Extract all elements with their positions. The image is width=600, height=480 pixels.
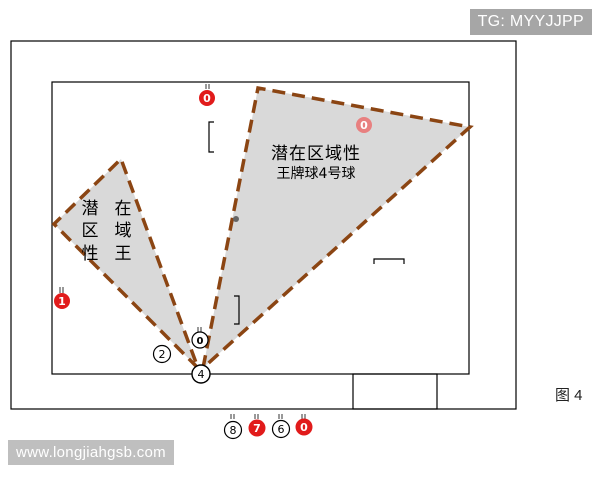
svg-text:0: 0 — [300, 421, 308, 434]
left-zone-char: 域 — [115, 221, 132, 241]
svg-text:0: 0 — [360, 119, 368, 132]
left-zone-char: 王 — [115, 244, 132, 264]
svg-text:0: 0 — [203, 92, 211, 105]
ball-8-bottom: 8 — [223, 414, 243, 440]
left-zone-char: 潜 — [82, 199, 99, 219]
svg-text:0: 0 — [197, 336, 204, 347]
watermark-top: TG: MYYJJPP — [469, 9, 592, 35]
left-target-zone — [54, 159, 198, 368]
svg-text:1: 1 — [58, 295, 66, 308]
bracket-marker-mid — [234, 295, 240, 325]
left-zone-char: 性 — [82, 244, 99, 264]
svg-text:4: 4 — [198, 368, 205, 381]
ball-7-red-bottom: 7 — [248, 414, 266, 437]
left-zone-char: 区 — [82, 221, 99, 241]
right-zone-label-line1: 潜在区域性 — [271, 144, 361, 164]
right-zone-label-line2: 王牌球4号球 — [277, 165, 356, 182]
svg-text:8: 8 — [230, 424, 237, 437]
ball-object-small: 0 — [191, 327, 209, 349]
ball-red-in-zone: 0 — [356, 117, 372, 133]
watermark-bottom: www.longjiahgsb.com — [8, 440, 174, 465]
ball-4-target: 4 — [191, 364, 211, 384]
ball-2: 2 — [152, 344, 172, 364]
pocket-box — [352, 373, 438, 410]
ball-6-bottom: 6 — [271, 414, 291, 439]
ball-red-left-cushion: 1 — [54, 287, 70, 309]
svg-text:6: 6 — [278, 423, 285, 436]
table-inner-area — [51, 81, 470, 375]
ball-red-bottom: 0 — [295, 414, 313, 436]
left-zone-label: 潜 区 性 在 域 王 — [82, 199, 132, 264]
spot-dot — [233, 216, 239, 222]
table-outer-frame — [10, 40, 517, 410]
ball-red-top: 0 — [199, 84, 215, 106]
svg-text:2: 2 — [159, 348, 166, 361]
figure-label: 图 4 — [555, 387, 583, 404]
right-zone-dashed-outline — [201, 85, 474, 370]
rail-marker-right — [373, 258, 405, 264]
bracket-marker-top — [208, 121, 214, 153]
left-zone-dashed-outline — [51, 155, 200, 370]
svg-text:7: 7 — [253, 422, 261, 435]
right-target-zone — [203, 88, 470, 368]
left-zone-char: 在 — [115, 199, 132, 219]
